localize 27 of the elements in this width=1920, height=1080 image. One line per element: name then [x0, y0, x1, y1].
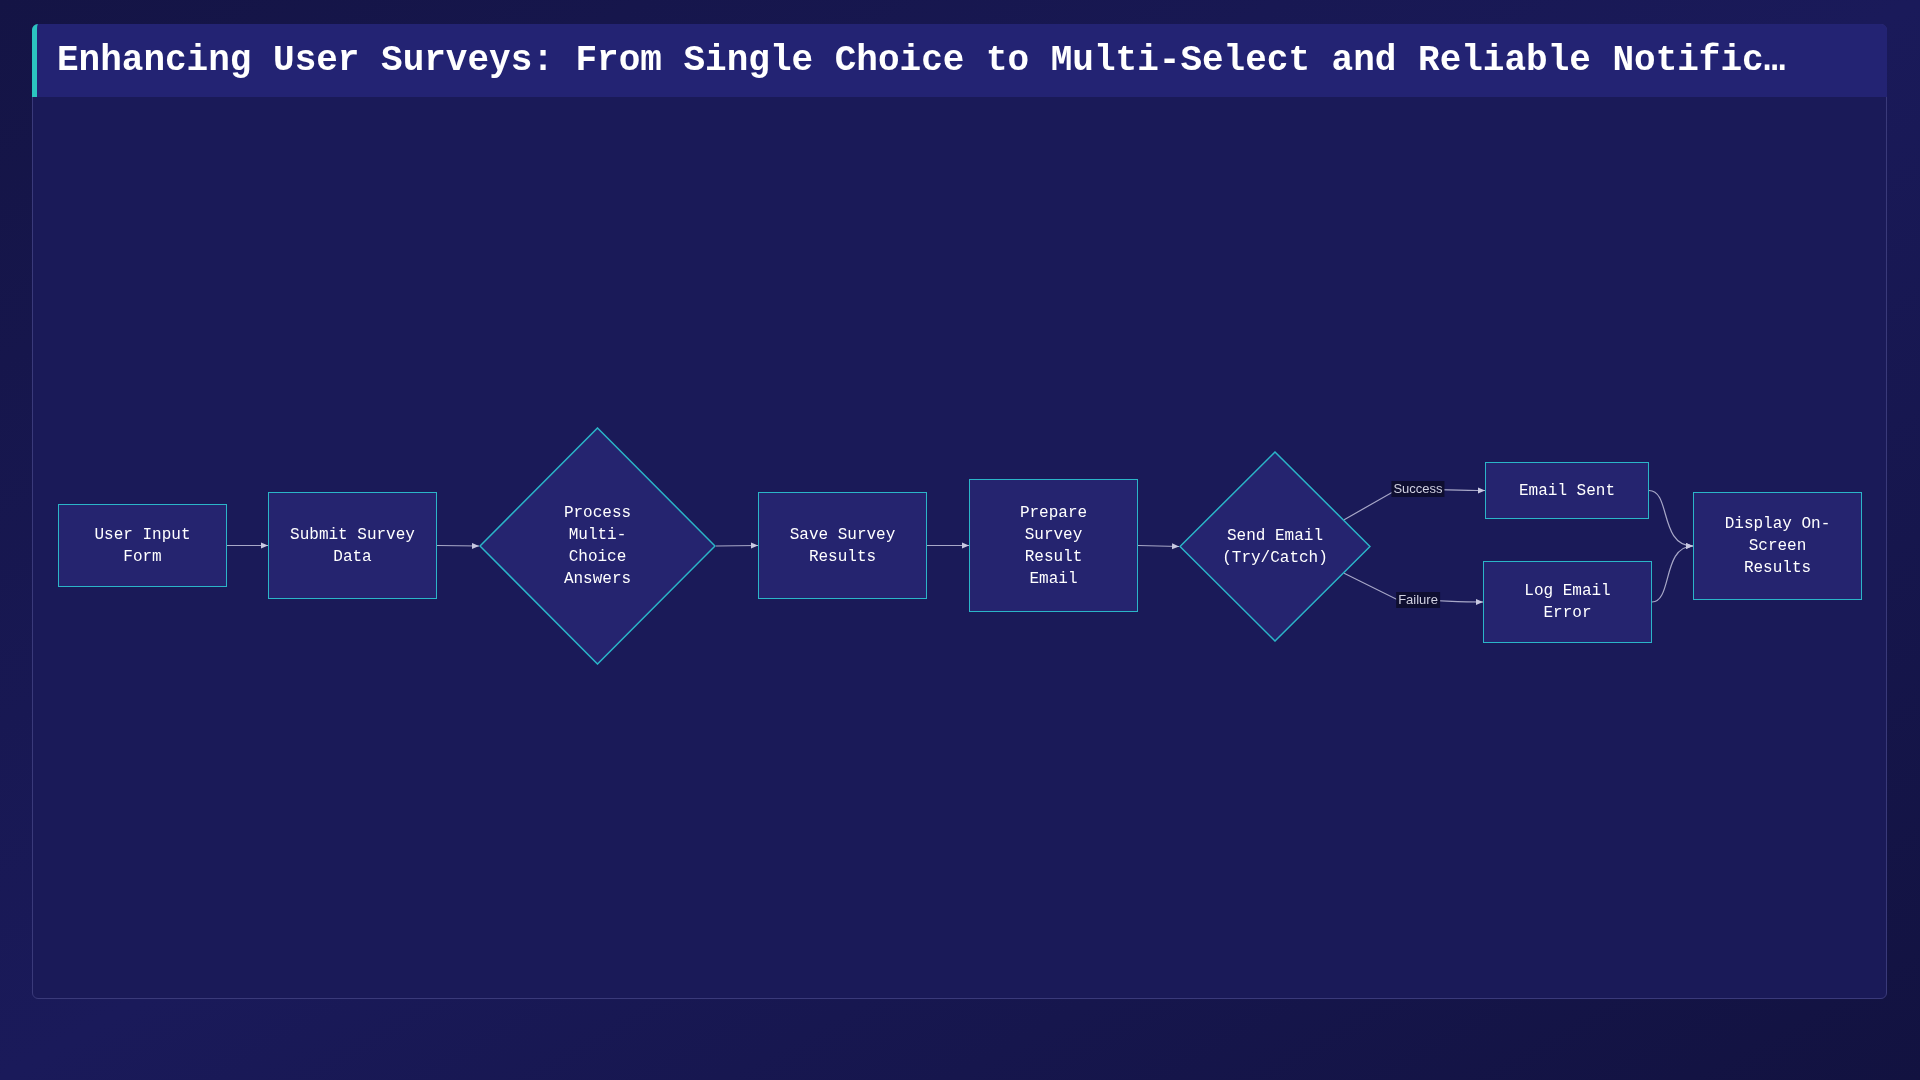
arrow [926, 542, 970, 549]
edge-label: Success [1391, 481, 1445, 497]
process-box [1483, 561, 1652, 643]
process-box [1485, 462, 1649, 519]
node-label: Save Survey Results [788, 524, 897, 568]
arrow [436, 542, 480, 549]
title: Enhancing User Surveys: From Single Choice to Multi-Select and Reliable Notific… [57, 38, 1786, 83]
node-label: Prepare Survey Result Email [1018, 502, 1089, 590]
node-label: Log Email Error [1523, 581, 1612, 624]
process-box [1693, 492, 1862, 600]
node-label: User Input Form [93, 524, 192, 568]
decision-diamond [479, 427, 716, 665]
process-box [268, 492, 437, 599]
arrow [1651, 544, 1694, 603]
node-label: Submit Survey Data [289, 524, 416, 568]
process-box [969, 479, 1138, 612]
node-label: Email Sent [1519, 480, 1615, 502]
arrow [226, 542, 269, 549]
node-label: Send Email (Try/Catch) [1221, 525, 1329, 569]
node-label: Display On-Screen Results [1723, 514, 1832, 579]
edge-label: Failure [1396, 592, 1440, 608]
node-label: Process Multi-Choice Answers [562, 503, 633, 590]
arrow [715, 542, 759, 549]
process-box [758, 492, 927, 599]
process-box [58, 504, 227, 587]
arrow [1137, 543, 1180, 550]
decision-diamond [1179, 451, 1371, 642]
